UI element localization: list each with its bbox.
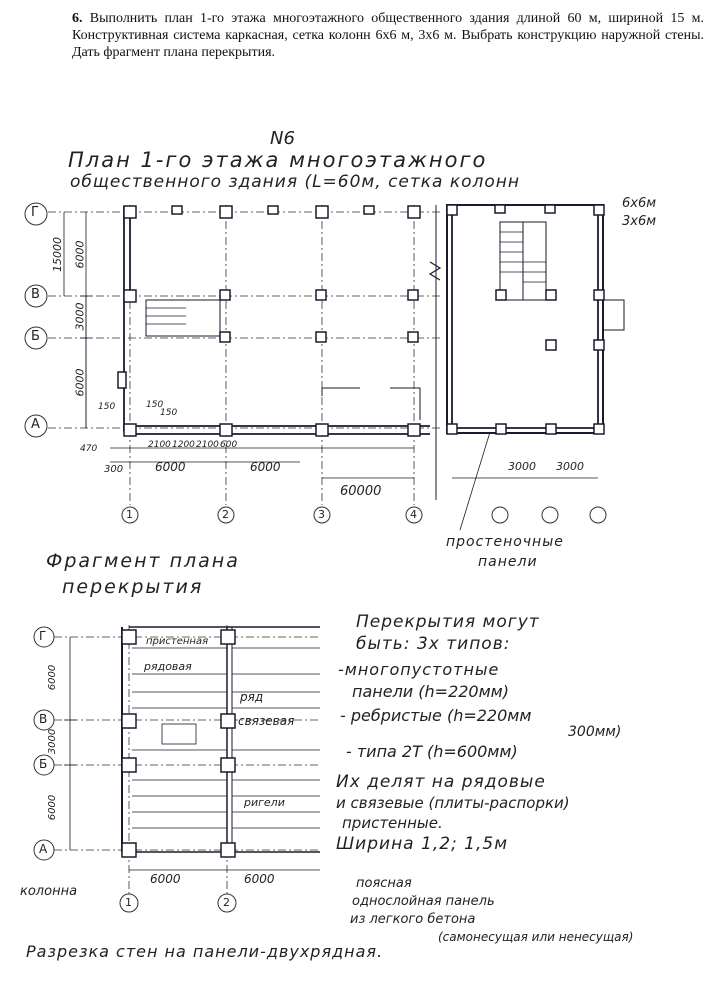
dim-bottom-1200: 1200: [172, 440, 195, 450]
task-body: Выполнить план 1-го этажа многоэтажного …: [72, 11, 704, 60]
panel-label-ryadovaya: рядовая: [144, 660, 192, 673]
plan-title-line1: План 1-го этажа многоэтажного: [68, 148, 488, 172]
panel-label-pristennaya: пристенная: [146, 636, 209, 647]
frag-axis-B: Б: [39, 757, 48, 771]
dim-bottom-2100b: 2100: [196, 440, 219, 450]
axis-label-G: Г: [31, 205, 39, 220]
fragment-title-line2: перекрытия: [62, 576, 204, 598]
notes-line7: - типа 2Т (h=600мм): [346, 742, 518, 761]
dim-15000: 15000: [51, 237, 64, 272]
frag-dim-3000: 3000: [47, 728, 59, 755]
notes-line10: пристенные.: [342, 814, 443, 832]
plan-axis-bubbles: [24, 202, 48, 438]
notes-line11: Ширина 1,2; 1,5м: [336, 834, 509, 854]
axis-label-V: В: [31, 287, 40, 302]
plan-columns: [117, 204, 605, 437]
dim-small-150b: 150: [146, 400, 164, 410]
plan-title-line2: общественного здания (L=60м, сетка колон…: [70, 172, 521, 192]
dim-6000-a: 6000: [155, 460, 186, 474]
grid-note-3x6: 3х6м: [622, 214, 657, 229]
grid-note-6x6: 6х6м: [622, 196, 657, 211]
callout-line2: панели: [478, 554, 538, 570]
notes-line2: быть: 3х типов:: [356, 634, 511, 654]
wall-note-line4: (самонесущая или ненесущая): [438, 930, 634, 944]
notes-line8: Их делят на рядовые: [336, 772, 546, 792]
notes-line1: Перекрытия могут: [356, 612, 540, 632]
notes-line3: -многопустотные: [338, 660, 500, 679]
frag-dim-6000-a: 6000: [150, 872, 181, 886]
dim-6000-b: 6000: [250, 460, 281, 474]
fragment-title-line1: Фрагмент плана: [46, 550, 240, 572]
frag-axis-A: А: [39, 842, 48, 856]
callout-line1: простеночные: [446, 534, 564, 550]
frag-dim-6000-b: 6000: [244, 872, 275, 886]
dim-300: 300: [104, 464, 124, 475]
dim-small-150a: 150: [98, 402, 116, 412]
frag-axis-num-2: 2: [223, 896, 230, 909]
axis-label-A: А: [31, 417, 40, 432]
axis-num-1: 1: [126, 508, 133, 521]
panel-label-svyazevaya: связевая: [238, 714, 295, 728]
column-label: колонна: [20, 884, 78, 899]
axis-num-4: 4: [410, 508, 417, 521]
frag-dim-6000-bottom: 6000: [47, 794, 59, 821]
panel-label-ryad: ряд: [240, 690, 264, 704]
dim-bottom-2100a: 2100: [148, 440, 171, 450]
dim-6000-bottom: 6000: [73, 368, 87, 397]
frag-axis-G: Г: [39, 629, 47, 643]
fragment-drawing: [33, 625, 320, 913]
task-number: 6.: [72, 11, 83, 26]
notes-line5: - ребристые (h=220мм: [340, 706, 532, 725]
notes-line4: панели (h=220мм): [352, 682, 509, 701]
frag-axis-V: В: [39, 712, 48, 726]
dim-bottom-600: 600: [220, 440, 238, 450]
wall-note-line3: из легкого бетона: [350, 912, 476, 927]
dim-3000: 3000: [73, 302, 87, 331]
frag-axis-num-1: 1: [125, 896, 132, 909]
wall-note-line1: поясная: [356, 876, 412, 891]
dim-small-150c: 150: [160, 408, 178, 418]
panel-label-rigeli: ригели: [244, 796, 285, 809]
plan-number: N6: [270, 128, 295, 149]
dim-3000-right-a: 3000: [508, 460, 536, 473]
dim-small-470: 470: [80, 444, 98, 454]
notes-line9: и связевые (плиты-распорки): [336, 794, 570, 812]
wall-note-line2: однослойная панель: [352, 894, 495, 909]
dim-60000: 60000: [340, 484, 382, 499]
bottom-note: Разрезка стен на панели-двухрядная.: [26, 942, 384, 961]
dim-3000-right-b: 3000: [556, 460, 584, 473]
task-text: 6. Выполнить план 1-го этажа многоэтажно…: [72, 10, 704, 61]
axis-num-3: 3: [318, 508, 325, 521]
notes-line6: 300мм): [568, 724, 622, 740]
axis-num-2: 2: [222, 508, 229, 521]
frag-dim-6000-top: 6000: [47, 664, 59, 691]
axis-label-B: Б: [31, 329, 40, 344]
dim-6000-top: 6000: [73, 240, 87, 269]
